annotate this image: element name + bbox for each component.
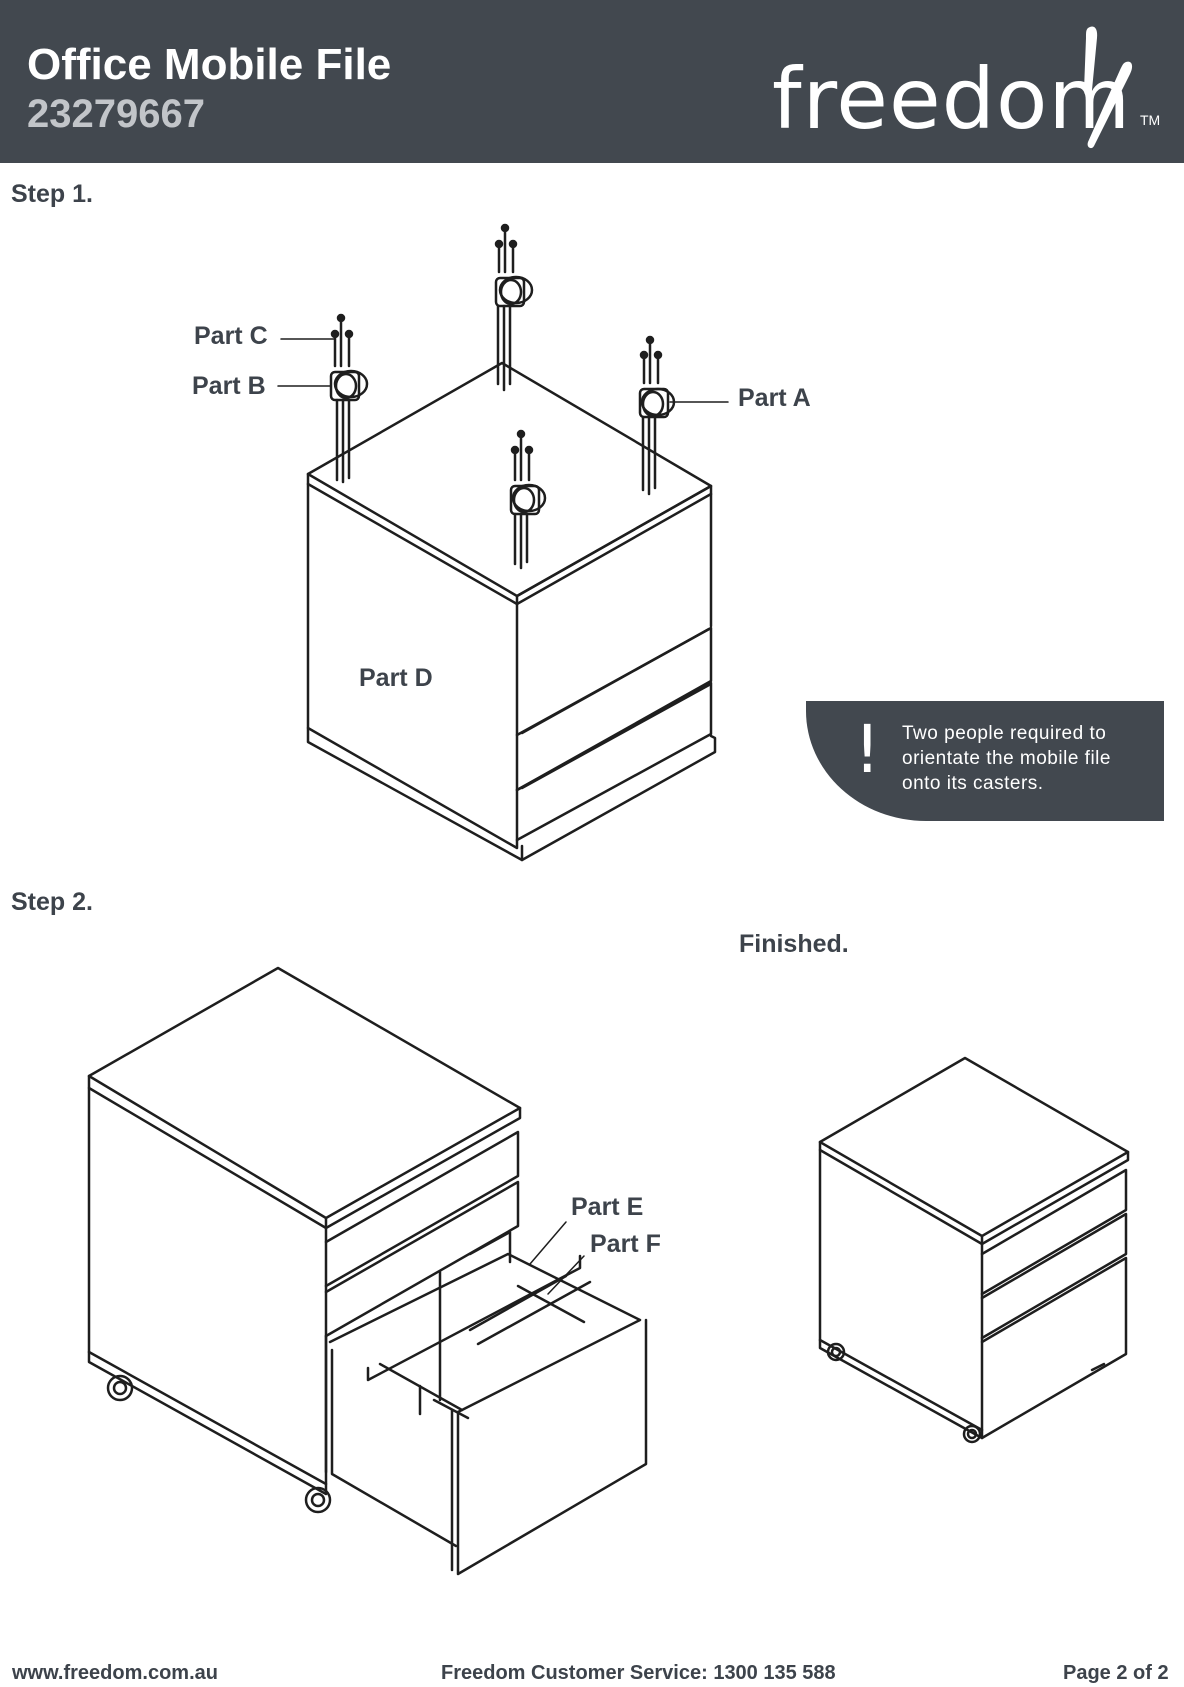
- part-b-label: Part B: [192, 372, 266, 400]
- exclamation-icon: !: [854, 711, 881, 788]
- part-c-label: Part C: [194, 322, 268, 350]
- finished-cabinet-illustration: [818, 1056, 1130, 1444]
- header-bar: Office Mobile File 23279667 freedom TM: [0, 0, 1184, 163]
- part-a-label: Part A: [738, 384, 811, 412]
- step1-label: Step 1.: [11, 180, 93, 208]
- step2-label: Step 2.: [11, 888, 93, 916]
- step2-cabinet-illustration: [87, 966, 648, 1576]
- logo-wordmark: freedom: [772, 50, 1132, 148]
- warning-text: Two people required to orientate the mob…: [902, 723, 1111, 794]
- step1-cabinet-illustration: [306, 361, 717, 862]
- part-f-label: Part F: [590, 1230, 661, 1258]
- caster-group-top: [494, 223, 534, 392]
- footer-customer-service: Freedom Customer Service: 1300 135 588: [441, 1662, 836, 1684]
- warning-note: ! Two people required to orientate the m…: [806, 701, 1164, 821]
- footer-page-number: Page 2 of 2: [1063, 1662, 1169, 1684]
- document-title: Office Mobile File: [27, 40, 392, 89]
- part-e-label: Part E: [571, 1193, 644, 1221]
- freedom-logo: freedom TM: [772, 20, 1167, 150]
- product-code: 23279667: [27, 92, 205, 136]
- caster-group-front: [509, 429, 547, 570]
- logo-trademark: TM: [1140, 112, 1161, 128]
- footer-website[interactable]: www.freedom.com.au: [12, 1662, 218, 1684]
- caster-group-left: [329, 313, 369, 484]
- part-d-label: Part D: [359, 664, 433, 692]
- finished-label: Finished.: [739, 930, 849, 958]
- logo-swoosh-icon: [1084, 26, 1133, 149]
